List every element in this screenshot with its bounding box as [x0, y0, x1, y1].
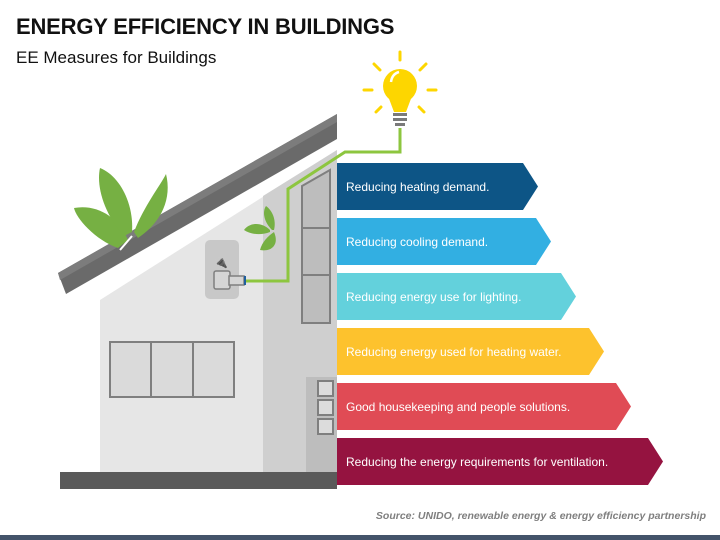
door-window — [317, 418, 334, 435]
measure-label: Good housekeeping and people solutions. — [346, 399, 571, 414]
source-citation: Source: UNIDO, renewable energy & energy… — [375, 510, 706, 522]
page-subtitle: EE Measures for Buildings — [16, 48, 217, 67]
small-leaf-icon — [244, 206, 276, 251]
measure-label: Reducing heating demand. — [346, 179, 490, 194]
house-base — [60, 472, 337, 489]
power-wire — [246, 128, 402, 283]
tall-window — [301, 168, 331, 324]
door-window — [317, 399, 334, 416]
footer-bar — [0, 535, 720, 540]
page-title: ENERGY EFFICIENCY IN BUILDINGS — [16, 14, 395, 39]
door-window — [317, 380, 334, 397]
power-outlet — [205, 240, 239, 299]
measure-label: Reducing cooling demand. — [346, 234, 489, 249]
plug-icon: 🔌 — [214, 256, 228, 269]
plug — [228, 275, 245, 286]
measure-label: Reducing energy used for heating water. — [346, 344, 562, 359]
measure-label: Reducing energy use for lighting. — [346, 289, 522, 304]
leaf-icon — [74, 168, 168, 251]
measure-label: Reducing the energy requirements for ven… — [346, 454, 609, 469]
light-bulb-icon — [362, 50, 438, 126]
wide-window — [109, 341, 235, 398]
